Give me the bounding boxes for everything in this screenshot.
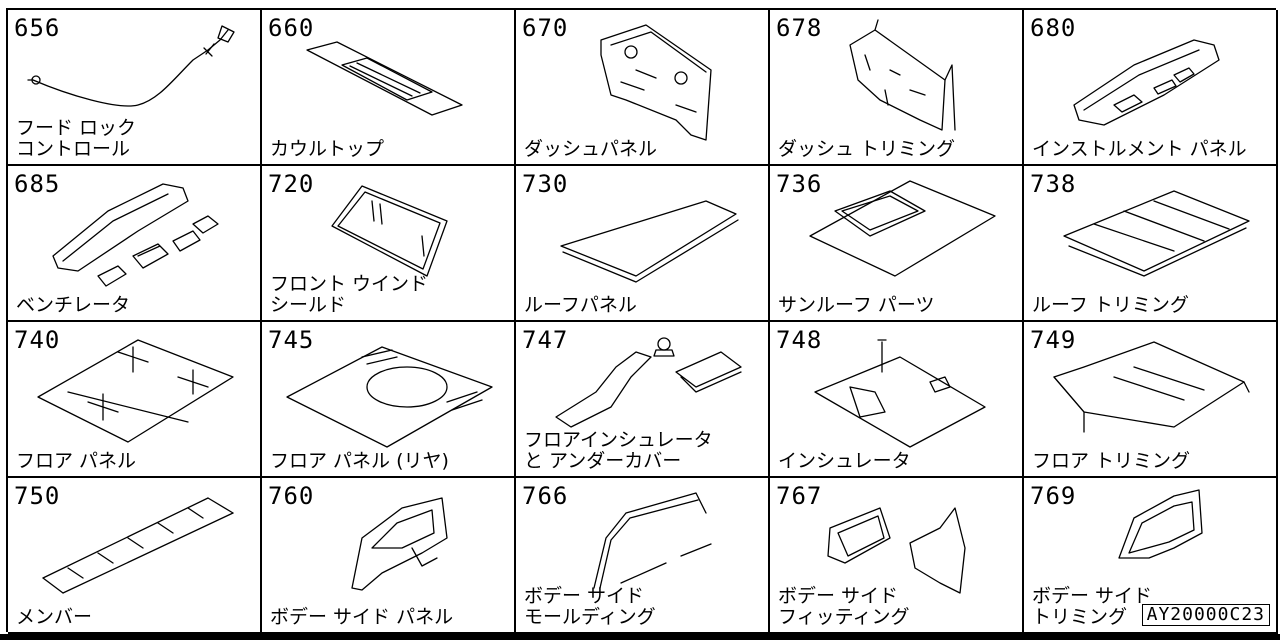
part-name: フロアインシュレータ と アンダーカバー [524, 429, 713, 472]
part-code: 747 [522, 326, 569, 354]
part-code: 740 [14, 326, 61, 354]
rear-floor-panel-icon [286, 346, 493, 448]
dash-trim-icon [849, 19, 956, 131]
part-code: 760 [268, 482, 315, 510]
part-code: 750 [14, 482, 61, 510]
part-code: 767 [776, 482, 823, 510]
catalog-cell-720[interactable]: 720 フロント ウインド シールド [262, 166, 516, 322]
part-name: ボデー サイド トリミング [1032, 585, 1153, 628]
part-code: 680 [1030, 14, 1077, 42]
part-name: フード ロック コントロール [16, 117, 137, 160]
part-code: 656 [14, 14, 61, 42]
side-molding-icon [593, 492, 712, 589]
instrument-panel-icon [1073, 39, 1220, 126]
part-name: インシュレータ [778, 450, 911, 472]
part-name: サンルーフ パーツ [778, 294, 935, 316]
catalog-cell-680[interactable]: 680 インストルメント パネル [1024, 10, 1278, 166]
hood-lock-cable-icon [27, 25, 235, 107]
catalog-cell-678[interactable]: 678 ダッシュ トリミング [770, 10, 1024, 166]
part-name: ボデー サイド フィッティング [778, 585, 910, 628]
part-code: 769 [1030, 482, 1077, 510]
part-name: インストルメント パネル [1032, 138, 1247, 160]
part-code: 678 [776, 14, 823, 42]
catalog-cell-747[interactable]: 747 フロアインシュレータ と アンダーカバー [516, 322, 770, 478]
part-code: 738 [1030, 170, 1077, 198]
side-fitting-icon [827, 507, 966, 594]
roof-panel-icon [560, 200, 739, 283]
part-code: 730 [522, 170, 569, 198]
catalog-cell-685[interactable]: 685 ベンチレータ [8, 166, 262, 322]
part-name: ルーフ トリミング [1032, 294, 1189, 316]
part-code: 766 [522, 482, 569, 510]
catalog-cell-730[interactable]: 730 ルーフパネル [516, 166, 770, 322]
part-name: ベンチレータ [16, 294, 131, 316]
part-name: フロント ウインド シールド [270, 273, 429, 316]
part-code: 745 [268, 326, 315, 354]
part-code: 685 [14, 170, 61, 198]
part-name: メンバー [16, 606, 93, 628]
part-code: 660 [268, 14, 315, 42]
catalog-cell-660[interactable]: 660 カウルトップ [262, 10, 516, 166]
part-code: 749 [1030, 326, 1077, 354]
catalog-cell-736[interactable]: 736 サンルーフ パーツ [770, 166, 1024, 322]
cowl-top-icon [306, 41, 463, 116]
catalog-cell-670[interactable]: 670 ダッシュパネル [516, 10, 770, 166]
part-code: 736 [776, 170, 823, 198]
part-name: ボデー サイド モールディング [524, 585, 656, 628]
part-name: カウルトップ [270, 138, 385, 160]
catalog-cell-740[interactable]: 740 フロア パネル [8, 322, 262, 478]
catalog-cell-745[interactable]: 745 フロア パネル (リヤ) [262, 322, 516, 478]
part-code: 670 [522, 14, 569, 42]
part-name: フロア パネル [16, 450, 137, 472]
side-trim-icon [1118, 489, 1203, 559]
roof-trim-icon [1063, 190, 1250, 277]
body-side-panel-icon [351, 497, 448, 591]
part-code: 720 [268, 170, 315, 198]
ventilator-icon [52, 183, 219, 287]
windshield-icon [331, 185, 448, 277]
floor-trim-icon [1053, 341, 1250, 433]
insulator-icon [814, 339, 986, 448]
part-name: ルーフパネル [524, 294, 637, 316]
dash-panel-icon [600, 24, 712, 141]
floor-panel-icon [37, 339, 234, 443]
sheet-reference-code: AY20000C23 [1141, 604, 1270, 626]
catalog-cell-766[interactable]: 766 ボデー サイド モールディング [516, 478, 770, 634]
parts-catalog-grid: 656 フード ロック コントロール 660 カウルトップ 670 ダッシュパネ… [6, 8, 1278, 634]
catalog-cell-769[interactable]: 769 ボデー サイド トリミング [1024, 478, 1278, 634]
part-name: ダッシュ トリミング [778, 138, 956, 160]
catalog-cell-750[interactable]: 750 メンバー [8, 478, 262, 634]
part-name: ボデー サイド パネル [270, 606, 454, 628]
catalog-cell-738[interactable]: 738 ルーフ トリミング [1024, 166, 1278, 322]
part-name: フロア トリミング [1032, 450, 1191, 472]
catalog-cell-749[interactable]: 749 フロア トリミング [1024, 322, 1278, 478]
part-name: ダッシュパネル [524, 138, 658, 160]
frame-member-icon [42, 497, 234, 594]
catalog-cell-760[interactable]: 760 ボデー サイド パネル [262, 478, 516, 634]
catalog-cell-748[interactable]: 748 インシュレータ [770, 322, 1024, 478]
catalog-cell-767[interactable]: 767 ボデー サイド フィッティング [770, 478, 1024, 634]
sunroof-icon [809, 180, 996, 277]
floor-insulator-icon [555, 337, 742, 428]
part-name: フロア パネル (リヤ) [270, 450, 449, 472]
catalog-cell-656[interactable]: 656 フード ロック コントロール [8, 10, 262, 166]
part-code: 748 [776, 326, 823, 354]
bottom-rule [0, 634, 1280, 640]
